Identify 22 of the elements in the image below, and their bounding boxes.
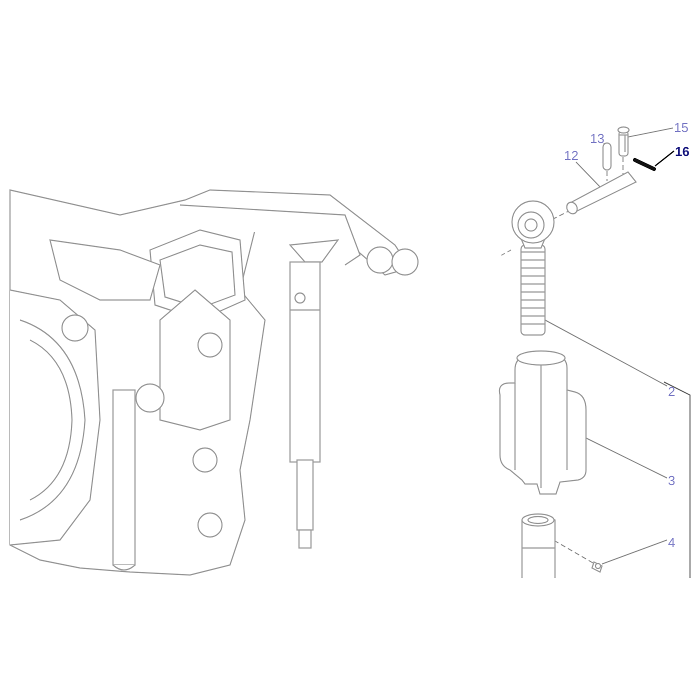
callout-number: 2 (668, 384, 676, 399)
callout-number: 4 (668, 535, 676, 550)
tube-drawing (521, 513, 556, 579)
callout-number: 12 (564, 148, 578, 163)
callout-number: 16 (675, 144, 690, 159)
leader-line (602, 540, 668, 564)
callout-number: 15 (674, 120, 688, 135)
leader-line (654, 150, 674, 167)
bolt-drawing (617, 126, 630, 157)
leader-line (544, 320, 668, 386)
screw-drawing (591, 561, 603, 573)
leader-line (628, 128, 674, 138)
pin-drawing (602, 142, 612, 171)
callout-number: 3 (668, 473, 676, 488)
leader-line (554, 540, 594, 564)
callout-number: 13 (590, 131, 604, 146)
pin-drawing (633, 158, 656, 171)
pin-drawing (566, 171, 637, 214)
rod-end-drawing (511, 200, 555, 336)
leader-line (606, 170, 608, 182)
leader-line (586, 438, 668, 478)
bracket-drawing (498, 350, 587, 495)
